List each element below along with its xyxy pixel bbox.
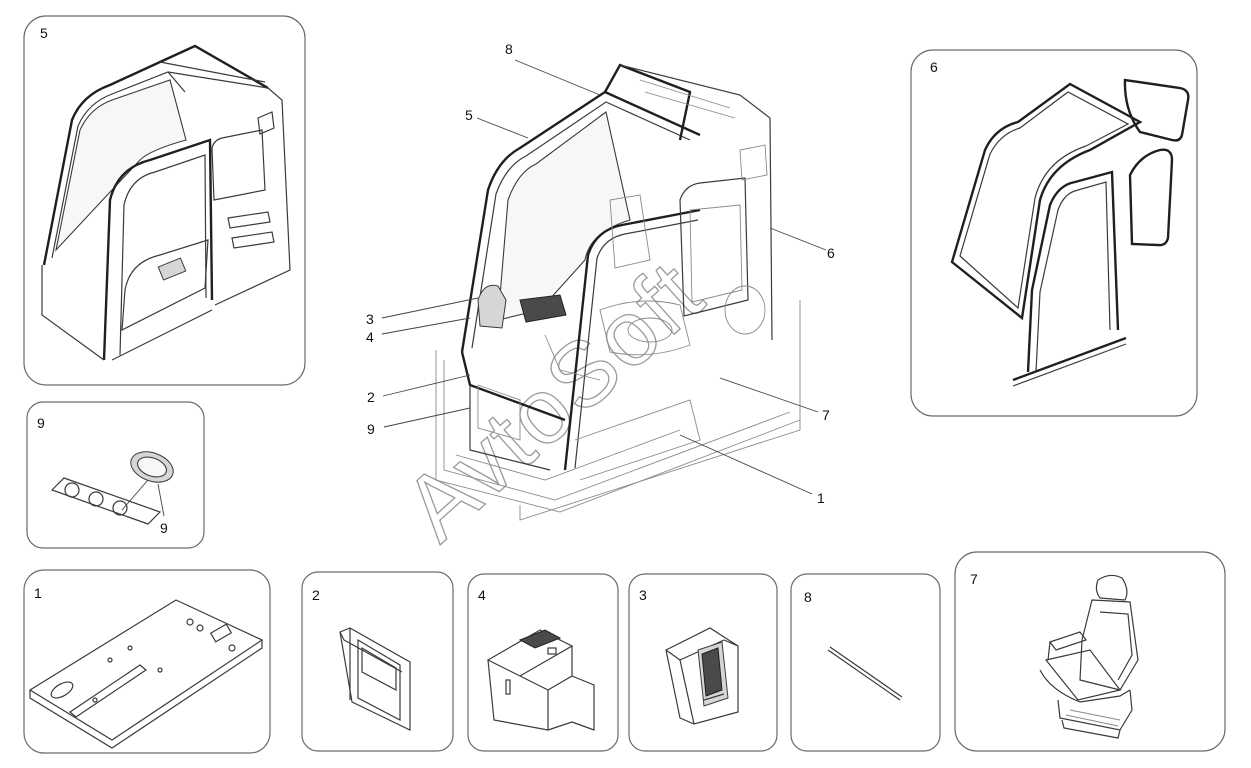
panel-3-number: 3 <box>639 587 647 603</box>
panel-5-number: 5 <box>40 25 48 41</box>
panel-7-number: 7 <box>970 571 978 587</box>
panel-5: 5 <box>23 15 306 386</box>
panel-6: 6 <box>910 49 1198 417</box>
callout-5: 5 <box>465 107 473 123</box>
panel-1: 1 <box>23 569 271 754</box>
panel-8: 8 <box>790 573 941 752</box>
panel-1-frame <box>23 569 271 754</box>
panel-7: 7 <box>954 551 1226 752</box>
panel-5-frame <box>23 15 306 386</box>
panel-7-frame <box>954 551 1226 752</box>
panel-2-frame <box>301 571 454 752</box>
callout-4: 4 <box>366 329 374 345</box>
callout-9: 9 <box>367 421 375 437</box>
glass-set-drawing <box>950 78 1190 387</box>
panel-9-item-label: 9 <box>160 520 168 536</box>
panel-8-number: 8 <box>804 589 812 605</box>
panel-9: 9 9 <box>26 401 205 549</box>
operator-seat-drawing <box>1039 574 1139 739</box>
panel-6-frame <box>910 49 1198 417</box>
console-drawing <box>486 629 595 731</box>
callouts: 8 5 6 3 4 2 9 7 1 <box>366 41 835 506</box>
panel-2: 2 <box>301 571 454 752</box>
panel-2-number: 2 <box>312 587 320 603</box>
panel-9-frame <box>26 401 205 549</box>
panel-4-number: 4 <box>478 587 486 603</box>
panel-6-number: 6 <box>930 59 938 75</box>
callout-8: 8 <box>505 41 513 57</box>
callout-3: 3 <box>366 311 374 327</box>
floor-plate-drawing <box>28 599 264 749</box>
callout-6: 6 <box>827 245 835 261</box>
panel-1-number: 1 <box>34 585 42 601</box>
seal-strip-drawing <box>827 646 903 701</box>
main-cab-assembly: AvtoSoft <box>384 63 801 561</box>
panel-4: 4 <box>467 573 619 752</box>
panel-8-frame <box>790 573 941 752</box>
callout-1: 1 <box>817 490 825 506</box>
grommet-drawing <box>50 451 174 525</box>
cab-frame-drawing <box>41 44 291 361</box>
trim-panel-drawing <box>339 627 411 731</box>
panel-9-number: 9 <box>37 415 45 431</box>
callout-7: 7 <box>822 407 830 423</box>
control-box-drawing <box>665 627 739 725</box>
callout-2: 2 <box>367 389 375 405</box>
panel-3: 3 <box>628 573 778 752</box>
